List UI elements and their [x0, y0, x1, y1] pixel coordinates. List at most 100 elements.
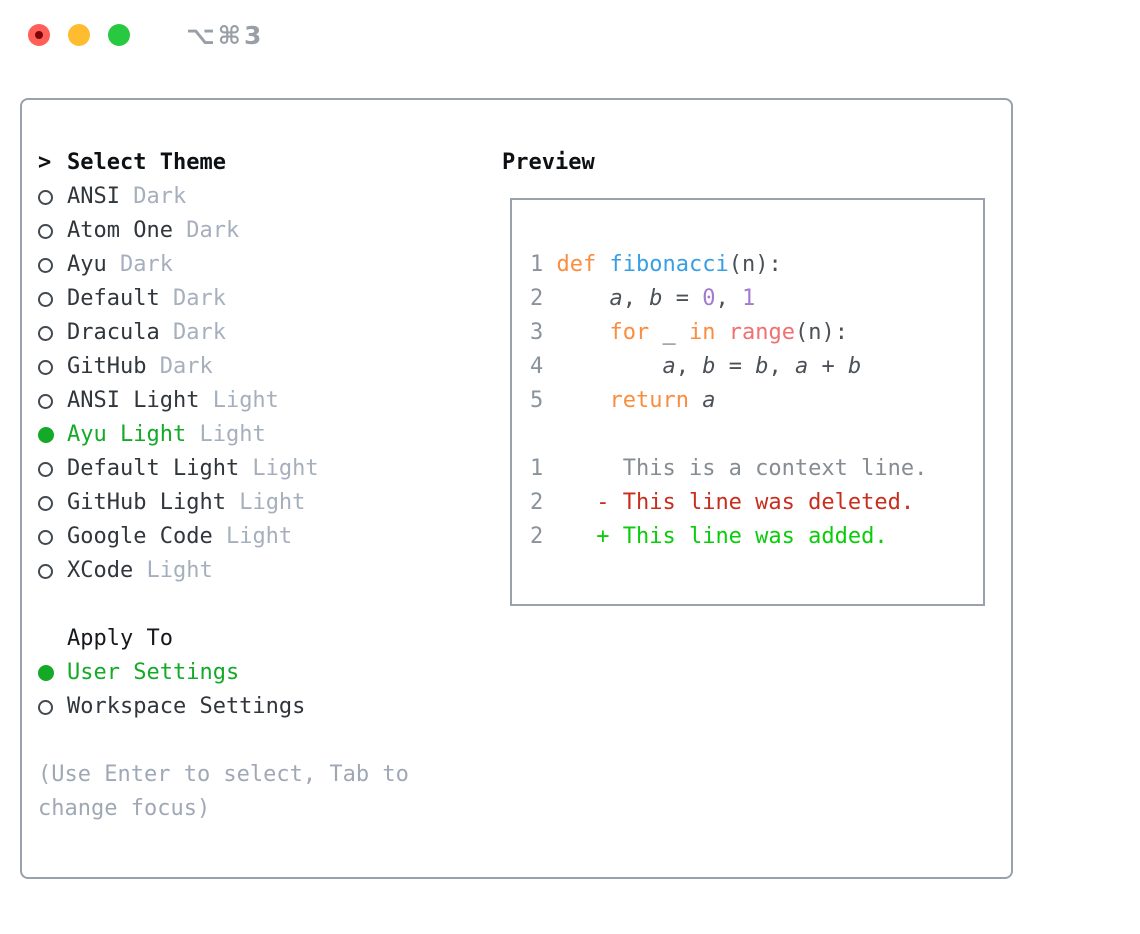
code-token: a: [702, 388, 716, 413]
code-token: 1: [741, 286, 756, 311]
code-token: + This line was added.: [556, 524, 888, 549]
code-token: ,: [675, 354, 703, 379]
radio-icon: [38, 359, 53, 375]
code-token: range: [728, 320, 795, 345]
line-number: 2: [530, 286, 557, 311]
radio-icon: [38, 393, 53, 409]
minimize-button[interactable]: [68, 24, 90, 46]
preview-column: Preview 1 def fibonacci(n):2 a, b = 0, 1…: [502, 146, 985, 606]
code-token: b: [755, 354, 769, 379]
line-number: 1: [530, 456, 557, 481]
help-text-line: (Use Enter to select, Tab to: [38, 762, 409, 787]
code-token: [557, 286, 610, 311]
theme-option-label: Ayu: [67, 252, 107, 277]
theme-option-label: XCode: [67, 558, 134, 583]
theme-variant-badge: Dark: [146, 354, 213, 379]
select-theme-header: > Select Theme: [38, 146, 409, 180]
theme-variant-badge: Dark: [159, 286, 226, 311]
apply-option-label: Workspace Settings: [67, 694, 306, 719]
theme-variant-badge: Light: [225, 490, 306, 515]
theme-option-atom-one[interactable]: Atom One Dark: [38, 214, 409, 248]
code-blank-line: [530, 418, 983, 452]
theme-option-dracula[interactable]: Dracula Dark: [38, 316, 409, 350]
preview-header: Preview: [502, 150, 595, 175]
code-token: 0: [702, 286, 716, 311]
theme-option-default[interactable]: Default Dark: [38, 282, 409, 316]
code-token: (n):: [794, 320, 848, 345]
theme-option-ayu-light[interactable]: Ayu Light Light: [38, 418, 409, 452]
code-token: for: [609, 320, 650, 345]
close-button[interactable]: [28, 24, 50, 46]
code-line: 2 a, b = 0, 1: [530, 282, 983, 316]
radio-icon: [38, 189, 53, 205]
theme-option-ansi-light[interactable]: ANSI Light Light: [38, 384, 409, 418]
code-token: [689, 388, 702, 413]
theme-variant-badge: Light: [212, 524, 293, 549]
section-gap: [38, 724, 409, 758]
code-token: def: [556, 252, 597, 277]
theme-option-label: GitHub Light: [67, 490, 226, 515]
theme-option-default-light[interactable]: Default Light Light: [38, 452, 409, 486]
code-token: b: [847, 354, 862, 379]
code-token: b: [649, 286, 663, 311]
code-line: 3 for _ in range(n):: [530, 316, 983, 350]
radio-icon: [38, 699, 53, 715]
radio-icon: [38, 291, 53, 307]
code-token: return: [609, 388, 689, 413]
theme-option-ayu[interactable]: Ayu Dark: [38, 248, 409, 282]
code-line: 2 + This line was added.: [530, 520, 983, 554]
code-token: a: [794, 354, 809, 379]
theme-option-label: Dracula: [67, 320, 160, 345]
radio-icon: [38, 563, 53, 579]
code-line: 1 This is a context line.: [530, 452, 983, 486]
apply-option-user-settings[interactable]: User Settings: [38, 656, 409, 690]
code-line: 1 def fibonacci(n):: [530, 248, 983, 282]
theme-option-ansi[interactable]: ANSI Dark: [38, 180, 409, 214]
apply-to-header: Apply To: [38, 622, 409, 656]
zoom-button[interactable]: [108, 24, 130, 46]
theme-option-label: ANSI: [67, 184, 120, 209]
section-gap: [38, 588, 409, 622]
unsaved-dot-icon: [35, 31, 43, 39]
radio-selected-icon: [38, 427, 54, 443]
radio-icon: [38, 461, 53, 477]
code-line: 5 return a: [530, 384, 983, 418]
radio-icon: [38, 529, 53, 545]
theme-option-label: Default: [67, 286, 160, 311]
line-number: 4: [530, 354, 557, 379]
theme-option-label: ANSI Light: [67, 388, 200, 413]
code-token: - This line was deleted.: [556, 490, 915, 515]
radio-icon: [38, 223, 53, 239]
theme-variant-badge: Dark: [172, 218, 240, 243]
code-token: a: [662, 354, 676, 379]
code-token: _: [649, 320, 689, 345]
line-number: 1: [530, 252, 557, 277]
theme-option-label: Ayu Light: [67, 422, 187, 447]
code-token: in: [688, 320, 716, 345]
code-token: =: [715, 354, 756, 379]
radio-selected-icon: [38, 665, 54, 681]
theme-option-google-code[interactable]: Google Code Light: [38, 520, 409, 554]
theme-variant-badge: Dark: [119, 184, 187, 209]
theme-option-label: Atom One: [67, 218, 173, 243]
theme-option-github[interactable]: GitHub Dark: [38, 350, 409, 384]
theme-option-github-light[interactable]: GitHub Light Light: [38, 486, 409, 520]
apply-option-workspace-settings[interactable]: Workspace Settings: [38, 690, 409, 724]
code-token: +: [808, 354, 848, 379]
apply-option-label: User Settings: [67, 660, 240, 685]
line-number: 2: [530, 524, 557, 549]
line-number: 5: [530, 388, 557, 413]
code-token: [596, 252, 609, 277]
code-token: b: [702, 354, 716, 379]
code-token: [715, 320, 728, 345]
theme-variant-badge: Light: [133, 558, 213, 583]
code-token: This is a context line.: [556, 456, 928, 481]
theme-option-xcode[interactable]: XCode Light: [38, 554, 409, 588]
line-number: 3: [530, 320, 557, 345]
prompt-icon: >: [38, 150, 52, 175]
code-token: ,: [715, 286, 742, 311]
